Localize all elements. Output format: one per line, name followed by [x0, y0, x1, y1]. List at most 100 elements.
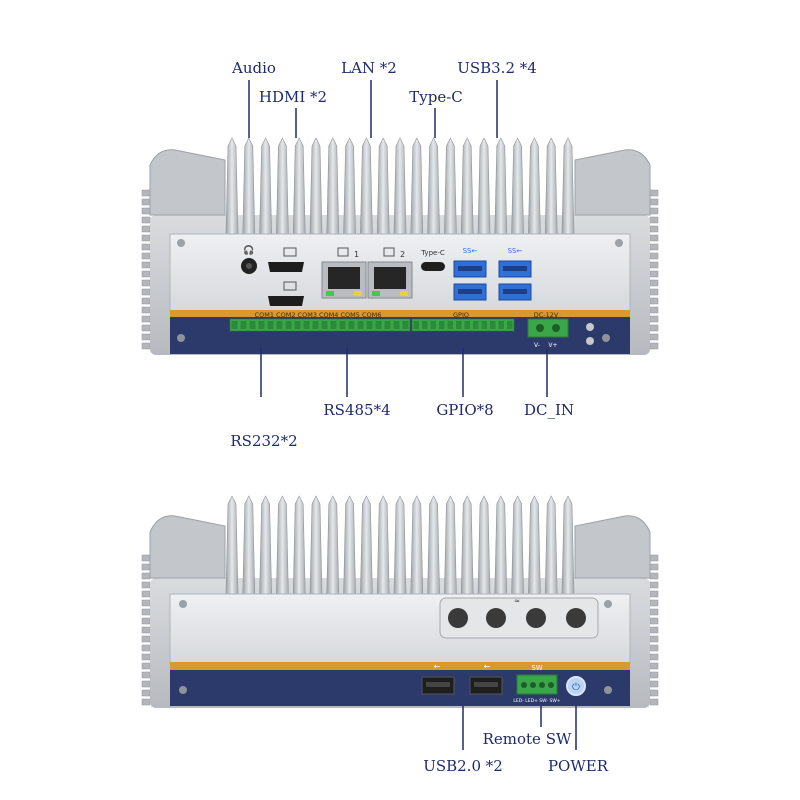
heatsink-fin — [326, 137, 340, 235]
usb20-port[interactable] — [421, 676, 455, 695]
remote-switch-terminal[interactable] — [516, 674, 558, 695]
lan-label: LAN *2 — [341, 59, 397, 77]
terminal-pin — [456, 321, 462, 329]
side-rib — [141, 671, 151, 679]
typec-small-label: Type-C — [420, 249, 445, 257]
side-rib — [141, 599, 151, 607]
side-rib — [141, 680, 151, 688]
terminal-pin — [447, 321, 453, 329]
heatsink-fin — [360, 137, 373, 235]
side-rib — [141, 252, 151, 260]
heatsink-fin — [460, 137, 474, 235]
heatsink-fin — [360, 495, 373, 595]
hdmi-icon — [283, 281, 297, 291]
side-rib — [141, 342, 151, 350]
side-rib — [649, 261, 659, 269]
screw — [179, 600, 187, 608]
side-rib — [141, 189, 151, 197]
terminal-pin — [303, 321, 310, 329]
antenna-port[interactable] — [486, 608, 506, 628]
typec-port[interactable] — [421, 262, 445, 271]
screw — [177, 239, 185, 247]
side-rib — [141, 225, 151, 233]
heatsink-fin — [276, 137, 289, 235]
rear-right-side-ribs — [649, 554, 659, 706]
side-rib — [649, 333, 659, 341]
superspeed-icon: SS← — [508, 247, 523, 255]
terminal-pin — [439, 321, 445, 329]
heatsink-fin — [561, 137, 575, 235]
heatsink-fin — [393, 495, 407, 595]
gpio-terminal-block[interactable] — [411, 318, 515, 332]
network-icon — [337, 247, 349, 257]
usb20-label: USB2.0 *2 — [423, 757, 503, 775]
usb32-port[interactable] — [498, 260, 532, 278]
front-unit: 🎧 1 2 Type-C SS← SS← — [141, 137, 659, 355]
heatsink-fin — [376, 137, 390, 235]
terminal-pin — [339, 321, 346, 329]
headset-icon: 🎧 — [243, 244, 254, 256]
screw — [615, 239, 623, 247]
hdmi-port-2[interactable] — [268, 296, 304, 306]
usb32-port[interactable] — [498, 283, 532, 301]
heatsink-fin — [326, 495, 340, 595]
side-rib — [141, 653, 151, 661]
heatsink-fin — [259, 137, 272, 235]
audio-jack-core — [246, 263, 252, 269]
side-rib — [649, 572, 659, 580]
terminal-pin — [498, 321, 504, 329]
front-left-side-ribs — [141, 189, 151, 350]
lan-port-1[interactable] — [321, 261, 367, 299]
ground-screw — [586, 337, 594, 345]
side-rib — [649, 671, 659, 679]
antenna-port[interactable] — [526, 608, 546, 628]
usb32-label: USB3.2 *4 — [457, 59, 537, 77]
side-rib — [141, 270, 151, 278]
com-terminal-block[interactable] — [229, 318, 411, 332]
heatsink-fin — [561, 495, 575, 595]
side-rib — [649, 243, 659, 251]
screw — [604, 686, 612, 694]
rear-navy-strip — [170, 670, 630, 706]
hdmi-icon — [283, 247, 297, 257]
terminal-pin — [258, 321, 265, 329]
gpio-label: GPIO*8 — [436, 401, 493, 419]
rear-unit: ≈ ← ← SW LED- LED+ SW- SW+ ⏻ — [141, 495, 659, 708]
power-icon: ⏻ — [572, 682, 580, 693]
side-rib — [141, 635, 151, 643]
terminal-pin — [393, 321, 400, 329]
power-button[interactable] — [566, 676, 586, 696]
dcin-label: DC_IN — [524, 401, 574, 419]
side-rib — [141, 297, 151, 305]
side-rib — [141, 644, 151, 652]
side-rib — [141, 324, 151, 332]
terminal-pin — [366, 321, 373, 329]
terminal-pin — [231, 321, 238, 329]
heatsink-fin — [528, 137, 541, 235]
side-rib — [141, 554, 151, 562]
superspeed-icon: SS← — [463, 247, 478, 255]
antenna-port[interactable] — [566, 608, 586, 628]
side-rib — [649, 225, 659, 233]
terminal-body — [229, 318, 411, 332]
usb32-port[interactable] — [453, 283, 487, 301]
heatsink-fin — [309, 137, 323, 235]
lan-port-2[interactable] — [367, 261, 413, 299]
front-left-shoulder — [149, 149, 226, 216]
heatsink-fin — [343, 495, 356, 595]
heatsink-fin — [494, 137, 508, 235]
usb20-port[interactable] — [469, 676, 503, 695]
hdmi-port-1[interactable] — [268, 262, 304, 272]
heatsink-fin — [477, 137, 491, 235]
heatsink-fin — [444, 137, 457, 235]
antenna-port[interactable] — [448, 608, 468, 628]
side-rib — [649, 207, 659, 215]
terminal-pin — [464, 321, 470, 329]
terminal-pin — [348, 321, 355, 329]
front-heatsink-fins — [225, 137, 575, 235]
usb32-port[interactable] — [453, 260, 487, 278]
side-rib — [141, 207, 151, 215]
dc-terminal[interactable] — [527, 318, 569, 338]
heatsink-fin — [511, 137, 524, 235]
